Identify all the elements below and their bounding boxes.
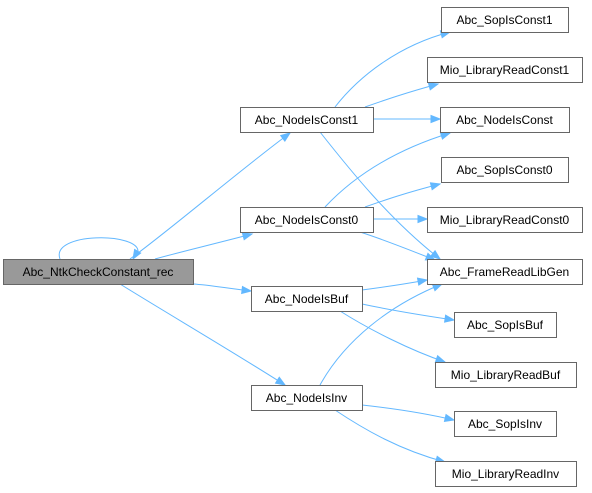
edge-root-to-isconst0-arrowhead: [241, 232, 254, 241]
edge-line: [319, 283, 443, 386]
node-label: Abc_NodeIsConst0: [255, 213, 359, 227]
edge-line: [129, 132, 291, 260]
edge-isconst1-to-framelib: [319, 131, 442, 260]
node-label: Abc_SopIsInv: [468, 417, 542, 431]
edge-isconst0-to-isconst-arrowhead: [439, 131, 452, 140]
edge-line: [119, 283, 286, 386]
node-label: Mio_LibraryReadConst0: [440, 213, 570, 227]
node-box: [3, 259, 194, 285]
node-label: Abc_NodeIsConst: [456, 113, 553, 127]
node-root[interactable]: Abc_NtkCheckConstant_rec: [3, 259, 194, 285]
node-isconst[interactable]: Abc_NodeIsConst: [440, 107, 570, 133]
edge-root-to-isconst1-arrowhead: [279, 132, 292, 143]
edge-line: [324, 132, 451, 208]
node-box: [427, 259, 583, 285]
edge-root-to-isinv-arrowhead: [274, 376, 287, 386]
edge-isbuf-to-sopbuf-arrowhead: [443, 314, 456, 323]
edge-isconst0-to-sopconst0: [364, 182, 442, 208]
edge-line: [361, 279, 428, 291]
edge-isbuf-to-sopbuf: [361, 303, 456, 323]
node-box: [427, 207, 583, 233]
node-isbuf[interactable]: Abc_NodeIsBuf: [251, 286, 363, 312]
node-label: Abc_FrameReadLibGen: [440, 265, 569, 279]
edge-line: [154, 233, 253, 260]
edge-line: [339, 310, 446, 363]
edge-isbuf-to-framelib-arrowhead: [416, 277, 429, 286]
node-label: Abc_SopIsConst1: [456, 13, 552, 27]
edge-line: [319, 131, 441, 260]
node-sopinv[interactable]: Abc_SopIsInv: [454, 411, 557, 437]
edge-isconst1-to-isconst-arrowhead: [430, 114, 442, 124]
node-isconst1[interactable]: Abc_NodeIsConst1: [240, 107, 374, 133]
edge-line: [334, 31, 451, 108]
edge-line: [364, 183, 441, 208]
edge-isconst1-to-mioconst1-arrowhead: [427, 82, 440, 91]
edge-isconst1-to-isconst: [372, 114, 442, 124]
node-sopconst0[interactable]: Abc_SopIsConst0: [441, 157, 569, 183]
node-label: Abc_NodeIsConst1: [255, 113, 359, 127]
node-layer: Abc_NtkCheckConstant_rec Abc_NodeIsConst1…: [3, 7, 583, 487]
node-box: [435, 362, 577, 388]
node-sopbuf[interactable]: Abc_SopIsBuf: [454, 312, 557, 338]
node-mioinv[interactable]: Mio_LibraryReadInv: [435, 461, 577, 487]
node-box: [435, 461, 577, 487]
edge-isconst0-to-mioconst0-arrowhead: [417, 214, 429, 224]
node-label: Abc_NtkCheckConstant_rec: [23, 265, 174, 279]
edge-root-to-isinv: [119, 283, 287, 386]
edge-isbuf-to-miobuf: [339, 310, 447, 363]
node-box: [251, 286, 363, 312]
node-label: Abc_NodeIsInv: [266, 391, 347, 405]
edge-root-to-isconst0: [154, 232, 254, 260]
node-label: Mio_LibraryReadConst1: [440, 63, 570, 77]
node-box: [454, 312, 557, 338]
node-box: [441, 7, 569, 33]
node-isinv[interactable]: Abc_NodeIsInv: [251, 385, 363, 411]
node-sopconst1[interactable]: Abc_SopIsConst1: [441, 7, 569, 33]
edge-line: [361, 404, 455, 421]
edge-isinv-to-sopinv-arrowhead: [443, 413, 456, 422]
node-box: [441, 157, 569, 183]
edge-line: [361, 303, 455, 321]
node-box: [240, 107, 374, 133]
edge-isinv-to-mioinv: [334, 409, 447, 464]
edge-root-to-root: [58, 237, 142, 261]
edge-root-to-isbuf: [192, 283, 253, 295]
edge-isconst0-to-isconst: [324, 131, 452, 208]
edge-line: [334, 409, 446, 463]
node-label: Abc_SopIsBuf: [467, 318, 544, 332]
node-label: Abc_SopIsConst0: [456, 163, 552, 177]
edge-isconst1-to-mioconst1: [364, 82, 440, 108]
node-box: [240, 207, 374, 233]
node-box: [440, 107, 570, 133]
node-label: Mio_LibraryReadInv: [452, 467, 559, 481]
edge-isconst0-to-sopconst0-arrowhead: [429, 182, 442, 191]
node-label: Mio_LibraryReadBuf: [451, 368, 561, 382]
edge-isbuf-to-framelib: [361, 277, 429, 291]
node-box: [251, 385, 363, 411]
node-framelib[interactable]: Abc_FrameReadLibGen: [427, 259, 583, 285]
edge-isbuf-to-miobuf-arrowhead: [434, 354, 447, 363]
edge-root-to-isconst1: [129, 132, 292, 260]
node-isconst0[interactable]: Abc_NodeIsConst0: [240, 207, 374, 233]
edge-isinv-to-sopinv: [361, 404, 456, 422]
node-label: Abc_NodeIsBuf: [265, 292, 349, 306]
node-box: [427, 57, 583, 83]
edge-isconst0-to-mioconst0: [372, 214, 429, 224]
edge-isconst1-to-framelib-arrowhead: [429, 249, 442, 260]
node-mioconst0[interactable]: Mio_LibraryReadConst0: [427, 207, 583, 233]
node-box: [454, 411, 557, 437]
node-miobuf[interactable]: Mio_LibraryReadBuf: [435, 362, 577, 388]
node-mioconst1[interactable]: Mio_LibraryReadConst1: [427, 57, 583, 83]
edge-layer: [58, 30, 456, 464]
edge-line: [364, 83, 439, 108]
edge-line: [58, 237, 139, 260]
edge-root-to-isbuf-arrowhead: [241, 285, 253, 295]
